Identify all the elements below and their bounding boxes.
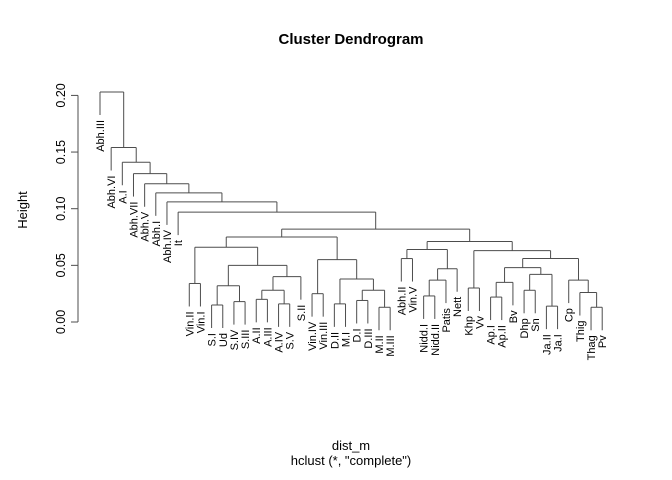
- leaf-label-nidd-i: Nidd.I: [419, 324, 431, 353]
- leaf-label-ud: Ud: [218, 333, 230, 347]
- leaf-label-vv: Vv: [474, 316, 486, 329]
- plot-title: Cluster Dendrogram: [278, 31, 424, 48]
- leaf-label-pv: Pv: [597, 335, 609, 348]
- leaf-label-abh-vi: Abh.VI: [106, 176, 118, 209]
- leaf-label-abh-i: Abh.I: [151, 221, 163, 247]
- leaf-label-nett: Nett: [452, 297, 464, 317]
- xlabel-method: hclust (*, "complete"): [290, 453, 412, 468]
- leaf-label-abh-vii: Abh.VII: [128, 202, 140, 238]
- leaf-label-nidd-ii: Nidd.II: [430, 324, 442, 356]
- y-tick-label: 0.00: [54, 310, 68, 334]
- leaf-label-a-iii: A.III: [262, 327, 274, 347]
- y-tick-label: 0.20: [54, 83, 68, 107]
- leaf-label-abh-v: Abh.V: [140, 211, 152, 242]
- leaf-label-ap-i: Ap.I: [486, 325, 498, 345]
- leaf-label-ja-ii: Ja.II: [541, 334, 553, 355]
- leaf-label-vin-ii: Vin.II: [184, 311, 196, 336]
- leaf-label-m-iii: M.III: [385, 335, 397, 356]
- y-tick-label: 0.05: [54, 253, 68, 277]
- leaf-label-a-ii: A.II: [251, 327, 263, 344]
- leaf-label-thag: Thag: [586, 335, 598, 360]
- y-axis-title: Height: [15, 191, 30, 229]
- leaf-label-vin-v: Vin.V: [407, 286, 419, 313]
- leaf-label-thig: Thig: [575, 321, 587, 342]
- leaf-label-ja-i: Ja.I: [553, 334, 565, 352]
- leaf-label-s-i: S.I: [207, 333, 219, 346]
- y-tick-label: 0.15: [54, 140, 68, 164]
- leaf-label-m-ii: M.II: [374, 335, 386, 353]
- xlabel-distance: dist_m: [331, 438, 371, 453]
- leaf-label-patis: Patis: [441, 308, 453, 333]
- leaf-label-abh-iii: Abh.III: [95, 120, 107, 152]
- leaf-label-s-v: S.V: [285, 331, 297, 349]
- leaf-label-s-iii: S.III: [240, 330, 252, 350]
- leaf-label-bv: Bv: [508, 310, 520, 323]
- leaf-label-vin-iv: Vin.IV: [307, 321, 319, 351]
- leaf-label-khp: Khp: [463, 316, 475, 336]
- leaf-label-vin-i: Vin.I: [195, 311, 207, 333]
- leaf-label-cp: Cp: [564, 308, 576, 322]
- leaf-label-d-i: D.I: [352, 328, 364, 342]
- leaf-label-a-i: A.I: [117, 190, 129, 203]
- leaf-label-abh-iv: Abh.IV: [162, 229, 174, 263]
- leaf-label-vin-iii: Vin.III: [318, 322, 330, 350]
- leaf-label-s-iv: S.IV: [229, 329, 241, 350]
- y-tick-label: 0.10: [54, 196, 68, 220]
- leaf-label-abh-ii: Abh.II: [396, 287, 408, 316]
- leaf-label-a-iv: A.IV: [274, 331, 286, 352]
- leaf-label-dhp: Dhp: [519, 318, 531, 338]
- leaf-label-sn: Sn: [530, 318, 542, 331]
- leaf-label-s-ii: S.II: [296, 305, 308, 322]
- leaf-label-d-iii: D.III: [363, 328, 375, 348]
- leaf-label-d-ii: D.II: [329, 332, 341, 349]
- leaf-label-it: It: [173, 240, 185, 246]
- leaf-label-m-i: M.I: [341, 332, 353, 347]
- leaf-label-ap-ii: Ap.II: [497, 325, 509, 348]
